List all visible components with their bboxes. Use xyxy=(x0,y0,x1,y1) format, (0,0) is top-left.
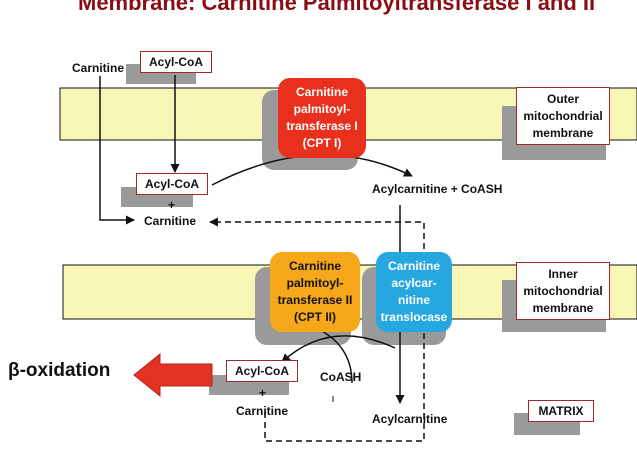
coash-bottom-label: CoASH xyxy=(320,370,362,384)
outer-label-line-3: membrane xyxy=(532,125,594,140)
cpt2-line-1: Carnitine xyxy=(288,259,341,273)
beta-oxidation-label: β-oxidation xyxy=(8,360,111,381)
cpt1-enzyme: Carnitine palmitoyl- transferase I (CPT … xyxy=(278,78,366,158)
carnitine-mid-label: Carnitine xyxy=(144,214,197,228)
acyl-coa-bottom-box: Acyl-CoA xyxy=(226,360,298,382)
acylcarnitine-coash-label: Acylcarnitine + CoASH xyxy=(372,182,503,196)
matrix-label-box: MATRIX xyxy=(528,400,594,422)
cpt1-line-3: transferase I xyxy=(286,119,358,133)
cpt2-line-3: transferase II xyxy=(277,293,353,307)
cpt1-line-2: palmitoyl- xyxy=(293,102,351,116)
inner-label-line-2: mitochondrial xyxy=(523,283,603,298)
carnitine-bottom-label: Carnitine xyxy=(236,404,289,418)
arrow-carnitine-path xyxy=(99,76,135,225)
cpt2-line-2: palmitoyl- xyxy=(286,276,344,290)
outer-label-line-1: Outer xyxy=(546,91,579,106)
arrow-cpt2-reaction xyxy=(281,335,396,363)
outer-membrane-label: Outer mitochondrial membrane xyxy=(516,87,610,145)
translocase-line-2: acylcar- xyxy=(391,276,437,290)
acylcarnitine-bottom-label: Acylcarnitine xyxy=(372,412,448,426)
translocase-enzyme: Carnitine acylcar- nitine translocase xyxy=(376,252,452,332)
outer-label-line-2: mitochondrial xyxy=(523,108,603,123)
translocase-line-1: Carnitine xyxy=(387,259,440,273)
cpt1-line-4: (CPT I) xyxy=(302,136,342,150)
translocase-line-4: translocase xyxy=(380,310,448,324)
acyl-coa-mid-box: Acyl-CoA xyxy=(136,173,208,195)
plus-mid: + xyxy=(168,198,176,212)
cpt2-enzyme: Carnitine palmitoyl- transferase II (CPT… xyxy=(270,252,360,332)
acyl-coa-top-box: Acyl-CoA xyxy=(140,51,212,73)
translocase-line-3: nitine xyxy=(398,293,430,307)
page-title: Membrane: Carnitine Palmitoyltransferase… xyxy=(78,0,596,15)
inner-label-line-1: Inner xyxy=(548,266,578,281)
plus-bottom: + xyxy=(259,386,267,400)
cpt1-line-1: Carnitine xyxy=(295,85,348,99)
beta-oxidation-arrow xyxy=(133,352,213,398)
carnitine-top-label: Carnitine xyxy=(72,61,125,75)
inner-label-line-3: membrane xyxy=(532,300,594,315)
cpt2-line-4: (CPT II) xyxy=(294,310,336,324)
inner-membrane-label: Inner mitochondrial membrane xyxy=(516,262,610,320)
